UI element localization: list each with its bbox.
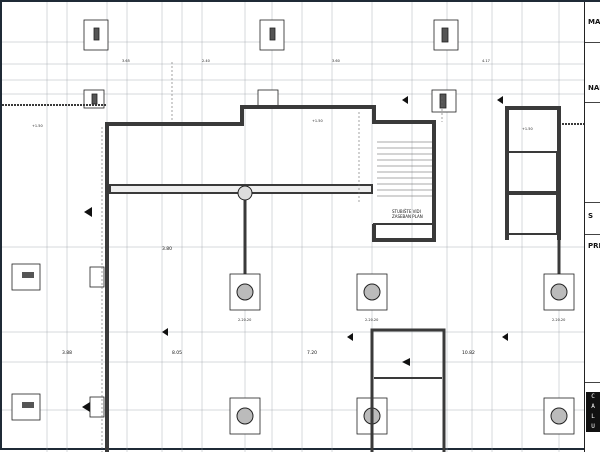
title-block-napr: NAP	[588, 84, 600, 92]
level-mark-1: +1.50	[32, 124, 43, 128]
level-mark-3: +1.50	[522, 127, 533, 131]
grid-lines	[2, 2, 584, 452]
column-label-2: 2.20.20	[365, 318, 378, 322]
span-label-1: 3.88	[62, 350, 72, 356]
span-label-3: 7.20	[307, 350, 317, 356]
span-label-4: 10.82	[462, 350, 475, 356]
title-block-panel: MAT NAP S PRE	[584, 2, 600, 452]
top-dim-4: 4.17	[482, 59, 490, 63]
stair-hatching	[377, 141, 432, 197]
level-mark-2: +1.50	[312, 119, 323, 123]
span-label-2: 8.05	[172, 350, 182, 356]
dashed-lines	[101, 62, 443, 452]
logo-letter-4: U	[591, 423, 595, 430]
stair-note-2: ZASEBAN PLAN	[392, 214, 423, 219]
stair-note-1: STUBIŠTE VIDI	[392, 209, 421, 214]
outer-walls	[105, 105, 561, 452]
span-label-5: 3.80	[162, 246, 172, 252]
logo-letter-2: A	[591, 403, 595, 410]
logo-letter-3: L	[591, 413, 595, 420]
title-block-s: S	[588, 212, 594, 220]
lower-shaft	[370, 328, 446, 452]
top-dim-2: 2.40	[202, 59, 210, 63]
section-markers	[82, 96, 508, 412]
foundation-pads-top	[83, 19, 459, 113]
inner-walls	[2, 104, 584, 240]
columns	[11, 185, 575, 435]
top-dim-1: 3.65	[122, 59, 130, 63]
column-label-1: 2.20.20	[238, 318, 251, 322]
top-dim-3: 3.60	[332, 59, 340, 63]
title-block-material: MAT	[588, 18, 600, 26]
title-block-pre: PRE	[588, 242, 600, 250]
floor-plan-drawing: STUBIŠTE VIDI ZASEBAN PLAN	[2, 2, 584, 452]
company-logo: C A L U	[586, 392, 600, 432]
column-label-3: 2.20.20	[552, 318, 565, 322]
logo-letter-1: C	[591, 393, 595, 400]
